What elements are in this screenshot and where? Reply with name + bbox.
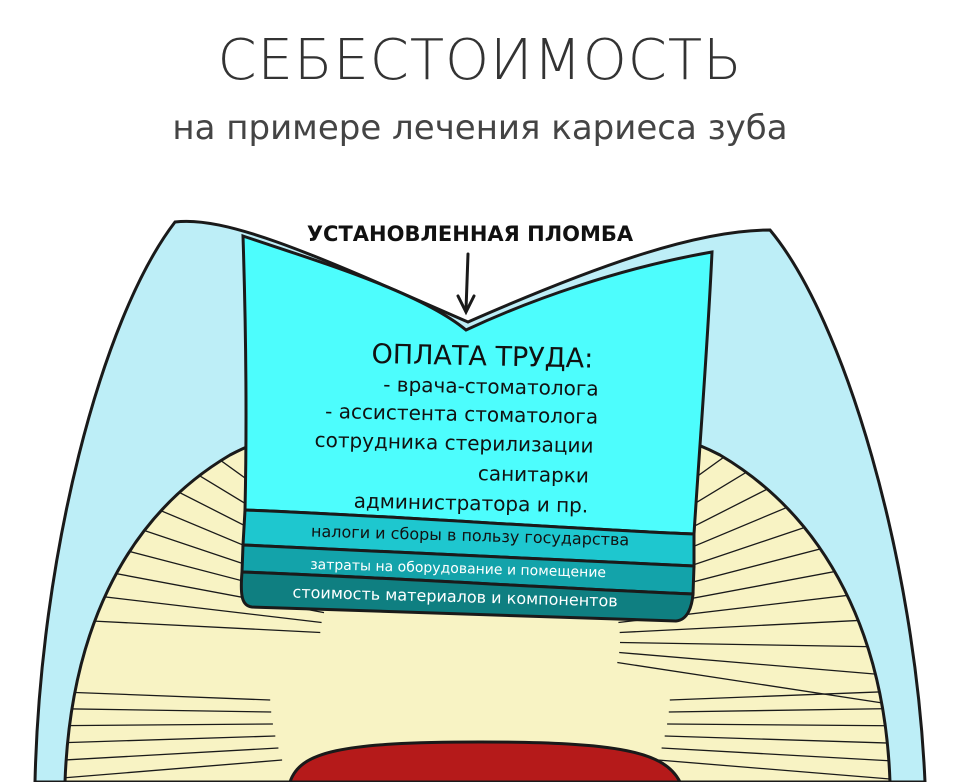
dentin-tubule-line — [65, 747, 279, 763]
page-title: СЕБЕСТОИМОСТЬ — [217, 28, 743, 93]
filling-materials-layer — [239, 570, 695, 623]
labor-item: - ассистента стоматолога — [325, 399, 598, 429]
labor-item: санитарки — [478, 461, 589, 487]
filling-callout-label: УСТАНОВЛЕННАЯ ПЛОМБА — [307, 222, 634, 246]
labor-item: администратора и пр. — [354, 489, 589, 518]
dentin-tubule-line — [667, 723, 890, 727]
dentin-tubule-line — [65, 759, 283, 781]
filling-labor-layer — [241, 233, 714, 536]
page-subtitle: на примере лечения кариеса зуба — [172, 108, 788, 148]
callout-arrow — [456, 252, 476, 316]
dentin-tubule-line — [664, 735, 890, 745]
dentin-tubule-line — [619, 641, 890, 648]
dentin-tubule-line — [617, 661, 883, 704]
labor-heading: ОПЛАТА ТРУДА: — [371, 339, 593, 375]
labor-item: - врача-стоматолога — [383, 372, 599, 401]
dentin-tubule-line — [657, 759, 890, 781]
tooth-pulp — [288, 740, 682, 782]
dentin-tubule-line — [65, 707, 272, 713]
dentin-tubule-line — [65, 618, 321, 634]
dentin-tubule-line — [65, 689, 271, 701]
dentin-tubule-line — [661, 747, 890, 763]
dentin-tubule-line — [65, 735, 276, 745]
dentin-tubule-line — [619, 651, 888, 676]
labor-item: сотрудника стерилизации — [314, 428, 593, 458]
dentin-tubule-line — [65, 723, 273, 727]
dentin-tubule-line — [619, 618, 890, 634]
